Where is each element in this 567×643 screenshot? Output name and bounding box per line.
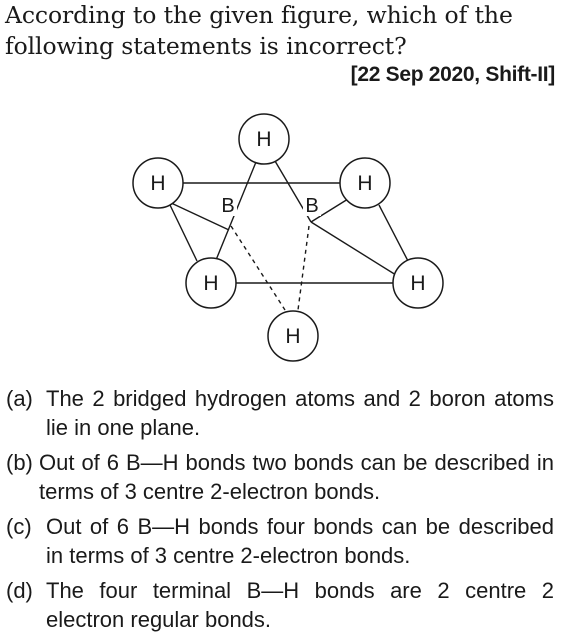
option-d[interactable]: (d) The four terminal B—H bonds are 2 ce… [6,576,554,634]
option-b-text: Out of 6 B—H bonds two bonds can be desc… [39,450,554,504]
dashed-bond-b-left-h-bottom [230,225,286,311]
diborane-figure: H H H H H H B B [132,113,444,362]
atom-h-bottom-circle [267,310,319,362]
atom-h-bottom-label: H [285,325,300,348]
option-c-label: (c) [6,514,32,539]
option-b-label: (b) [6,450,33,475]
option-c-text: Out of 6 B—H bonds four bonds can be des… [46,514,554,568]
atom-h-bottom-left-label: H [203,272,218,295]
atom-h-left-label: H [150,172,165,195]
option-a[interactable]: (a) The 2 bridged hydrogen atoms and 2 b… [6,384,554,442]
atom-b-left-label: B [221,195,234,217]
exam-source: [22 Sep 2020, Shift-II] [350,63,556,86]
bond-h-right-b-right [310,198,349,223]
atom-h-left-circle [132,157,184,209]
bond-b-right-h-bottom-right [310,221,397,276]
options-list: (a) The 2 bridged hydrogen atoms and 2 b… [6,384,554,640]
bond-h-left-h-bottom-left [169,204,198,262]
atom-h-right-label: H [357,172,372,195]
atom-h-top-label: H [256,128,271,151]
bond-h-right-h-bottom-right [378,204,409,262]
option-a-text: The 2 bridged hydrogen atoms and 2 boron… [46,386,554,440]
dashed-bond-b-right-h-bottom [297,225,310,311]
option-d-text: The four terminal B—H bonds are 2 centre… [46,578,554,632]
atom-h-bottom-left-circle [185,257,237,309]
bond-h-left-b-left [168,201,230,231]
atom-h-bottom-right-circle [392,257,444,309]
atom-h-top-circle [238,113,290,165]
question-text: According to the given figure, which of … [5,1,513,60]
option-c[interactable]: (c) Out of 6 B—H bonds four bonds can be… [6,512,554,570]
option-d-label: (d) [6,578,33,603]
atom-h-right-circle [339,157,391,209]
option-b[interactable]: (b) Out of 6 B—H bonds two bonds can be … [6,448,554,506]
option-a-label: (a) [6,386,33,411]
atom-h-bottom-right-label: H [410,272,425,295]
atom-b-right-label: B [305,195,318,217]
